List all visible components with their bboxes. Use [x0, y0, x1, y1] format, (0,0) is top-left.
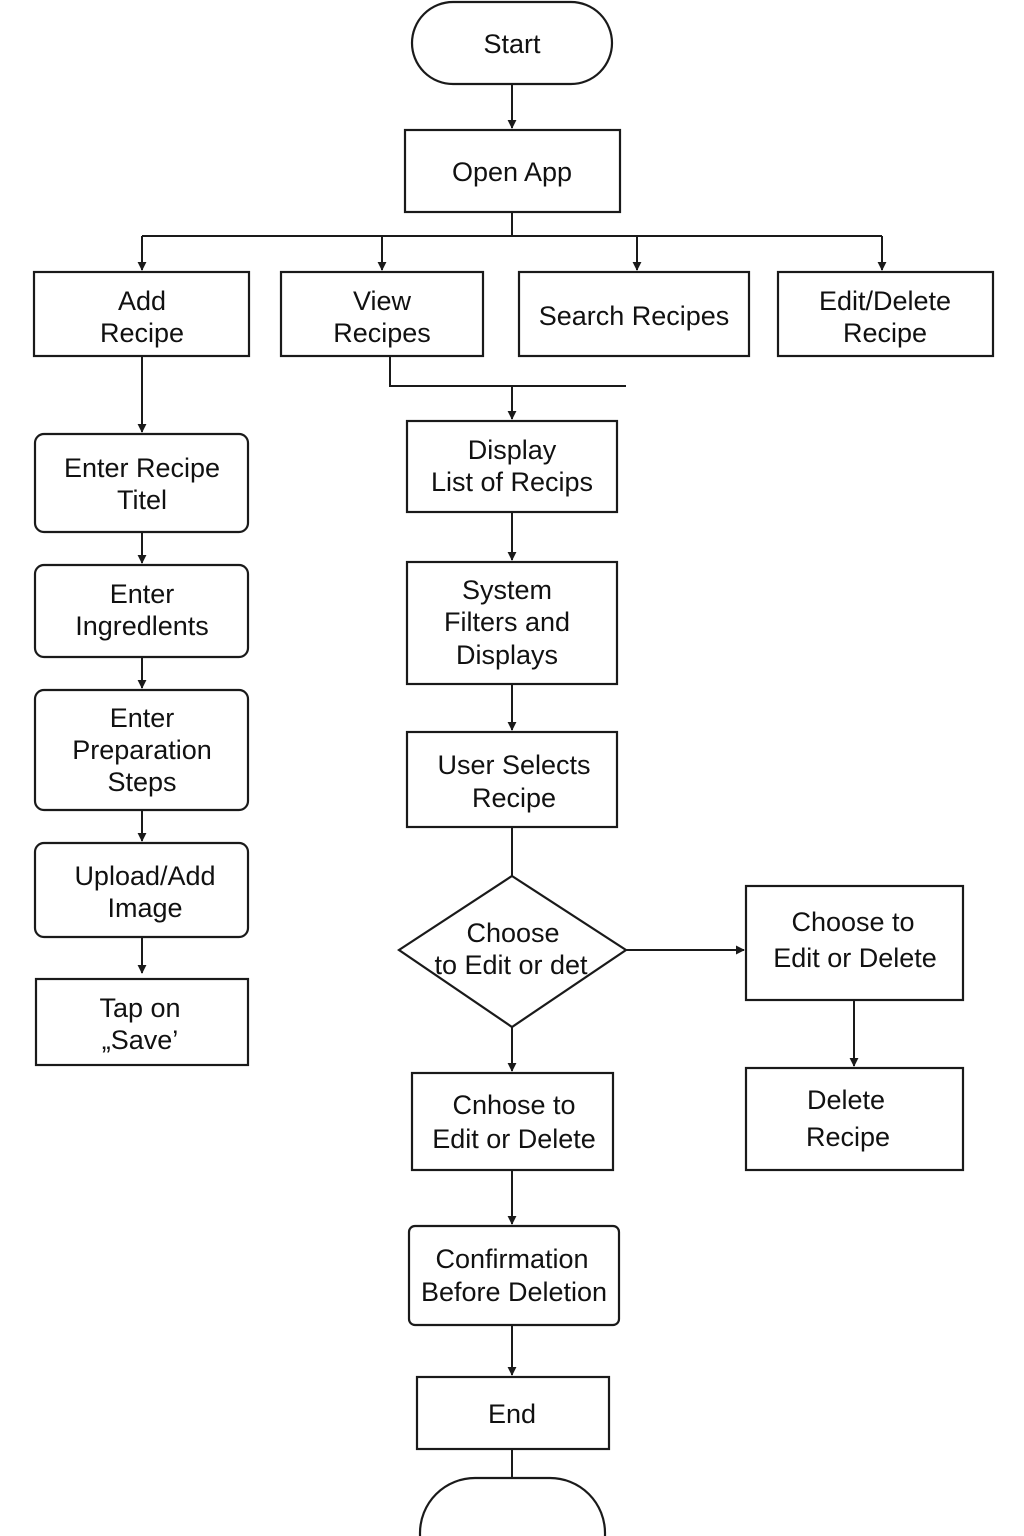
- svg-text:User Selects: User Selects: [437, 750, 590, 780]
- svg-text:Preparation: Preparation: [72, 735, 212, 765]
- svg-text:Recipe: Recipe: [806, 1122, 890, 1152]
- system-filters-node: System Filters and Displays: [405, 560, 619, 686]
- enter-title-node: Enter Recipe Titel: [33, 432, 250, 534]
- svg-text:Enter: Enter: [110, 579, 175, 609]
- decision-node: Choose to Edit or det: [397, 874, 628, 1029]
- svg-text:Titel: Titel: [117, 485, 167, 515]
- svg-text:Recipes: Recipes: [333, 318, 431, 348]
- svg-text:Upload/Add: Upload/Add: [74, 861, 215, 891]
- svg-text:Before Deletion: Before Deletion: [421, 1277, 607, 1307]
- open-app-node: Open App: [403, 128, 622, 214]
- svg-text:Open App: Open App: [452, 157, 572, 187]
- svg-text:Steps: Steps: [107, 767, 176, 797]
- svg-text:Choose to: Choose to: [791, 907, 914, 937]
- svg-text:Cnhose to: Cnhose to: [452, 1090, 575, 1120]
- svg-text:Add: Add: [118, 286, 166, 316]
- svg-text:Recipe: Recipe: [843, 318, 927, 348]
- edit-delete-recipe-node: Edit/Delete Recipe: [776, 270, 995, 358]
- svg-text:Choose: Choose: [466, 918, 559, 948]
- connectors: [137, 84, 887, 1478]
- enter-ingredients-node: Enter Ingredlents: [33, 563, 250, 659]
- choose-right-node: Choose to Edit or Delete: [744, 884, 965, 1002]
- tap-save-node: Tap on „Save’: [34, 977, 250, 1067]
- svg-text:List of Recips: List of Recips: [431, 467, 593, 497]
- svg-text:Edit/Delete: Edit/Delete: [819, 286, 951, 316]
- svg-text:Edit or Delete: Edit or Delete: [432, 1124, 596, 1154]
- svg-text:„Save’: „Save’: [102, 1025, 179, 1055]
- line-view-merge: [389, 356, 626, 387]
- user-selects-node: User Selects Recipe: [405, 730, 619, 829]
- svg-text:Edit or Delete: Edit or Delete: [773, 943, 937, 973]
- delete-recipe-node: Delete Recipe: [744, 1066, 965, 1172]
- display-list-node: Display List of Recips: [405, 419, 619, 514]
- svg-text:Start: Start: [483, 29, 541, 59]
- upload-image-node: Upload/Add Image: [33, 841, 250, 939]
- svg-text:Recipe: Recipe: [472, 783, 556, 813]
- svg-text:End: End: [488, 1399, 536, 1429]
- svg-text:Enter: Enter: [110, 703, 175, 733]
- confirmation-node: Confirmation Before Deletion: [407, 1224, 621, 1327]
- svg-text:Filters and: Filters and: [444, 607, 570, 637]
- svg-text:Tap on: Tap on: [99, 993, 180, 1023]
- svg-text:to Edit or det: to Edit or det: [434, 950, 588, 980]
- search-recipes-node: Search Recipes: [517, 270, 751, 358]
- svg-text:Image: Image: [107, 893, 182, 923]
- svg-text:Search Recipes: Search Recipes: [539, 301, 730, 331]
- svg-text:System: System: [462, 575, 552, 605]
- svg-text:Ingredlents: Ingredlents: [75, 611, 209, 641]
- enter-steps-node: Enter Preparation Steps: [33, 688, 250, 812]
- add-recipe-node: Add Recipe: [32, 270, 251, 358]
- svg-text:Display: Display: [468, 435, 557, 465]
- svg-text:Delete: Delete: [807, 1085, 885, 1115]
- view-recipes-node: View Recipes: [279, 270, 485, 358]
- end-node: End: [415, 1375, 611, 1451]
- start-node: Start: [410, 0, 614, 86]
- svg-text:View: View: [353, 286, 412, 316]
- end-terminal: [418, 1476, 607, 1536]
- svg-text:Enter Recipe: Enter Recipe: [64, 453, 220, 483]
- choose-bottom-node: Cnhose to Edit or Delete: [410, 1071, 615, 1172]
- svg-text:Recipe: Recipe: [100, 318, 184, 348]
- svg-text:Confirmation: Confirmation: [435, 1244, 588, 1274]
- svg-text:Displays: Displays: [456, 640, 558, 670]
